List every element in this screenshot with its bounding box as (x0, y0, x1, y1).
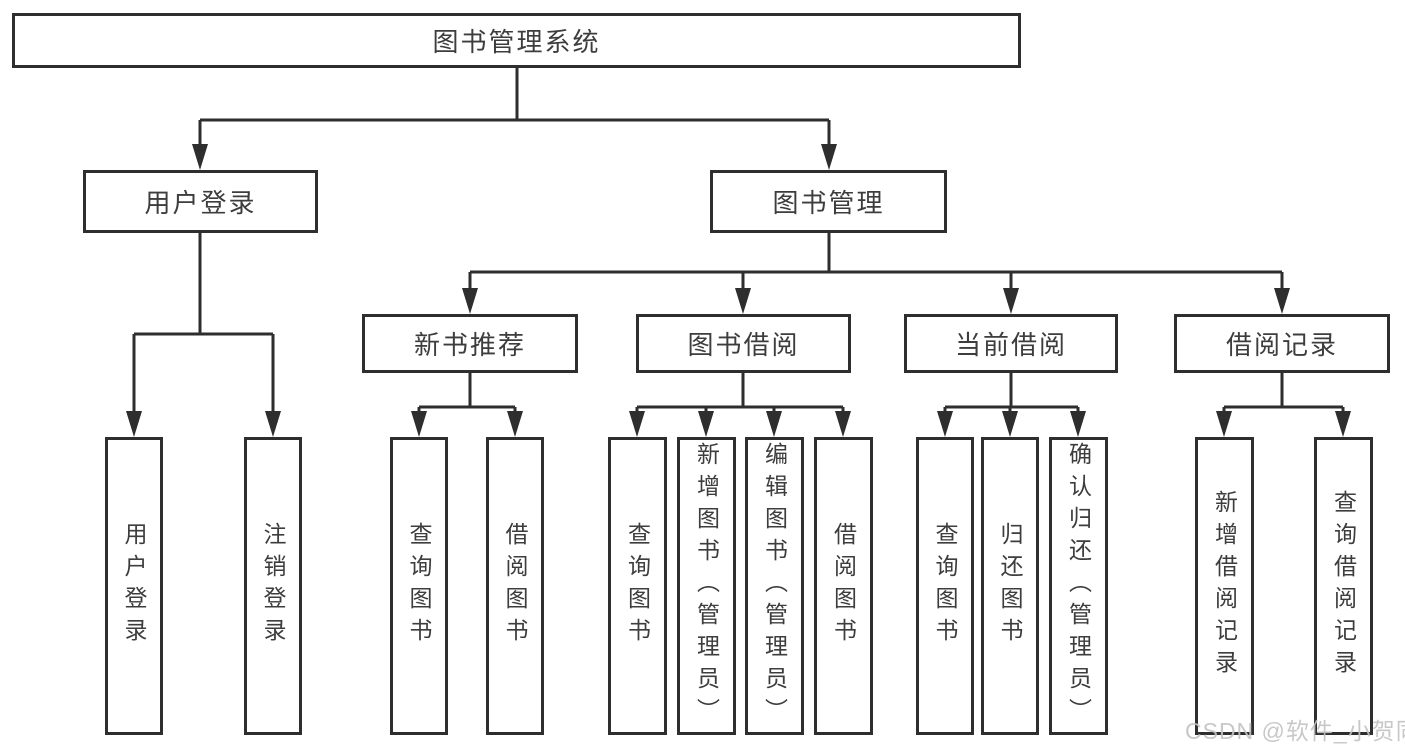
node-book-management: 图书管理 (710, 170, 947, 233)
node-leaf-add-book-admin: 新增图书（管理员） (677, 437, 736, 735)
node-leaf-query-borrow-record: 查询借阅记录 (1314, 437, 1373, 735)
node-current-borrowing: 当前借阅 (904, 314, 1118, 373)
watermark: CSDN @软件_小贺同学 (1185, 718, 1405, 744)
node-leaf-add-borrow-record: 新增借阅记录 (1195, 437, 1254, 735)
node-leaf-edit-book-admin: 编辑图书（管理员） (745, 437, 804, 735)
node-book-borrowing: 图书借阅 (636, 314, 851, 373)
node-user-login-branch: 用户登录 (83, 170, 318, 233)
node-leaf-borrow-books-1: 借阅图书 (486, 437, 544, 735)
node-leaf-borrow-books-2: 借阅图书 (814, 437, 873, 735)
node-new-book-recommend: 新书推荐 (362, 314, 578, 373)
node-root: 图书管理系统 (12, 13, 1021, 68)
node-leaf-query-books-2: 查询图书 (608, 437, 667, 735)
node-leaf-user-login: 用户登录 (105, 437, 163, 735)
node-leaf-confirm-return-admin: 确认归还（管理员） (1049, 437, 1108, 735)
node-leaf-logout: 注销登录 (244, 437, 302, 735)
node-leaf-query-books-3: 查询图书 (916, 437, 974, 735)
node-leaf-query-books-1: 查询图书 (390, 437, 448, 735)
node-borrowing-records: 借阅记录 (1174, 314, 1390, 373)
node-leaf-return-book: 归还图书 (981, 437, 1039, 735)
